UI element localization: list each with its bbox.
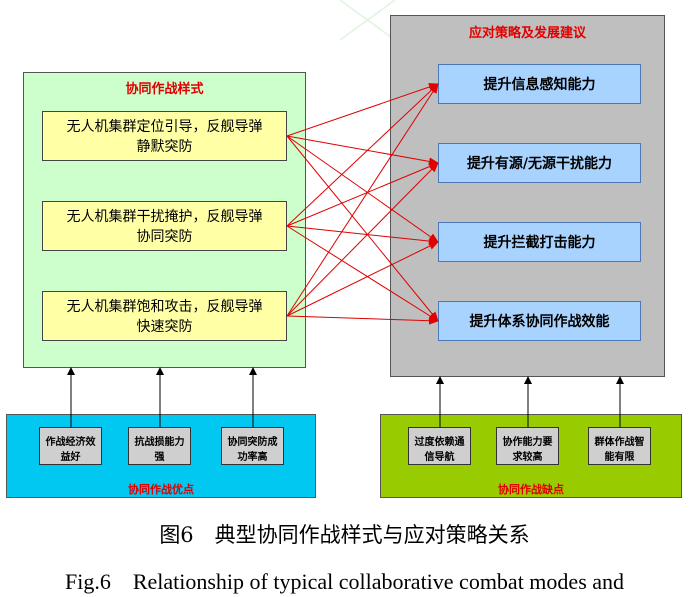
strategy-4-label: 提升体系协同作战效能: [469, 314, 610, 330]
strategy-3-label: 提升拦截打击能力: [483, 235, 596, 251]
arrowhead-disadvantage-3: [616, 376, 624, 384]
disadvantage-box-1: 过度依赖通 信导航: [408, 427, 471, 465]
strategies-title: 应对策略及发展建议: [468, 26, 586, 41]
advantage-3-line2: 功率高: [237, 452, 268, 463]
mode-box-2: 无人机集群干扰掩护，反舰导弹 协同突防: [42, 201, 287, 251]
connector-mode3-strategy2: [286, 162, 439, 317]
strategy-box-2: 提升有源/无源干扰能力: [438, 143, 641, 183]
strategy-2-label: 提升有源/无源干扰能力: [466, 156, 613, 172]
advantage-2-line2: 强: [154, 452, 165, 463]
strategy-box-1: 提升信息感知能力: [438, 64, 641, 104]
figure-caption-en: Fig.6 Relationship of typical collaborat…: [64, 569, 625, 594]
mode-1-line1: 无人机集群定位引导，反舰导弹: [66, 119, 263, 135]
arrowhead-disadvantage-2: [524, 376, 532, 384]
mode-2-line1: 无人机集群干扰掩护，反舰导弹: [66, 209, 263, 225]
connector-mode3-strategy1: [286, 83, 439, 317]
disadvantages-label: 协同作战缺点: [498, 483, 564, 496]
arrowhead-disadvantage-1: [436, 376, 444, 384]
advantage-1-line2: 益好: [60, 452, 81, 463]
mode-3-line2: 快速突防: [136, 319, 193, 335]
disadvantage-box-3: 群体作战智 能有限: [588, 427, 651, 465]
disadvantage-3-line2: 能有限: [604, 452, 635, 463]
connector-mode2-strategy1: [286, 83, 439, 227]
combat-modes-title: 协同作战样式: [125, 82, 204, 97]
connector-mode1-strategy4: [286, 135, 439, 322]
disadvantage-1-line1: 过度依赖通: [414, 437, 465, 448]
strategy-box-4: 提升体系协同作战效能: [438, 301, 641, 341]
arrowhead-advantage-1: [67, 367, 75, 375]
advantages-label: 协同作战优点: [128, 483, 194, 496]
advantage-1-line1: 作战经济效: [45, 437, 96, 448]
connector-mode1-strategy2: [286, 135, 439, 166]
disadvantage-box-2: 协作能力要 求较高: [496, 427, 559, 465]
advantage-2-line1: 抗战损能力: [134, 437, 185, 448]
strategy-1-label: 提升信息感知能力: [483, 77, 596, 93]
connector-mode3-strategy4: [286, 315, 439, 325]
mode-box-3: 无人机集群饱和攻击，反舰导弹 快速突防: [42, 291, 287, 341]
connector-mode2-strategy3: [286, 225, 439, 246]
decorative-line: [339, 0, 396, 41]
advantage-3-line1: 协同突防成: [227, 437, 278, 448]
disadvantage-2-line1: 协作能力要: [502, 437, 553, 448]
mode-1-line2: 静默突防: [136, 139, 193, 155]
connector-mode2-strategy4: [286, 225, 439, 322]
disadvantage-1-line2: 信导航: [424, 452, 455, 463]
disadvantage-3-line1: 群体作战智: [594, 437, 645, 448]
mode-2-line2: 协同突防: [136, 229, 193, 245]
mode-box-1: 无人机集群定位引导，反舰导弹 静默突防: [42, 111, 287, 161]
arrowhead-advantage-3: [249, 367, 257, 375]
figure-caption-cn: 图6 典型协同作战样式与应对策略关系: [159, 523, 530, 547]
strategy-box-3: 提升拦截打击能力: [438, 222, 641, 262]
advantage-box-2: 抗战损能力 强: [128, 427, 191, 465]
connector-mode2-strategy2: [286, 162, 439, 227]
advantage-box-3: 协同突防成 功率高: [221, 427, 284, 465]
arrowhead-advantage-2: [156, 367, 164, 375]
connector-mode1-strategy3: [286, 135, 439, 243]
connector-mode1-strategy1: [286, 83, 439, 137]
advantage-box-1: 作战经济效 益好: [39, 427, 102, 465]
connector-mode3-strategy3: [286, 241, 439, 317]
disadvantage-2-line2: 求较高: [512, 452, 543, 463]
mode-3-line1: 无人机集群饱和攻击，反舰导弹: [66, 299, 263, 315]
